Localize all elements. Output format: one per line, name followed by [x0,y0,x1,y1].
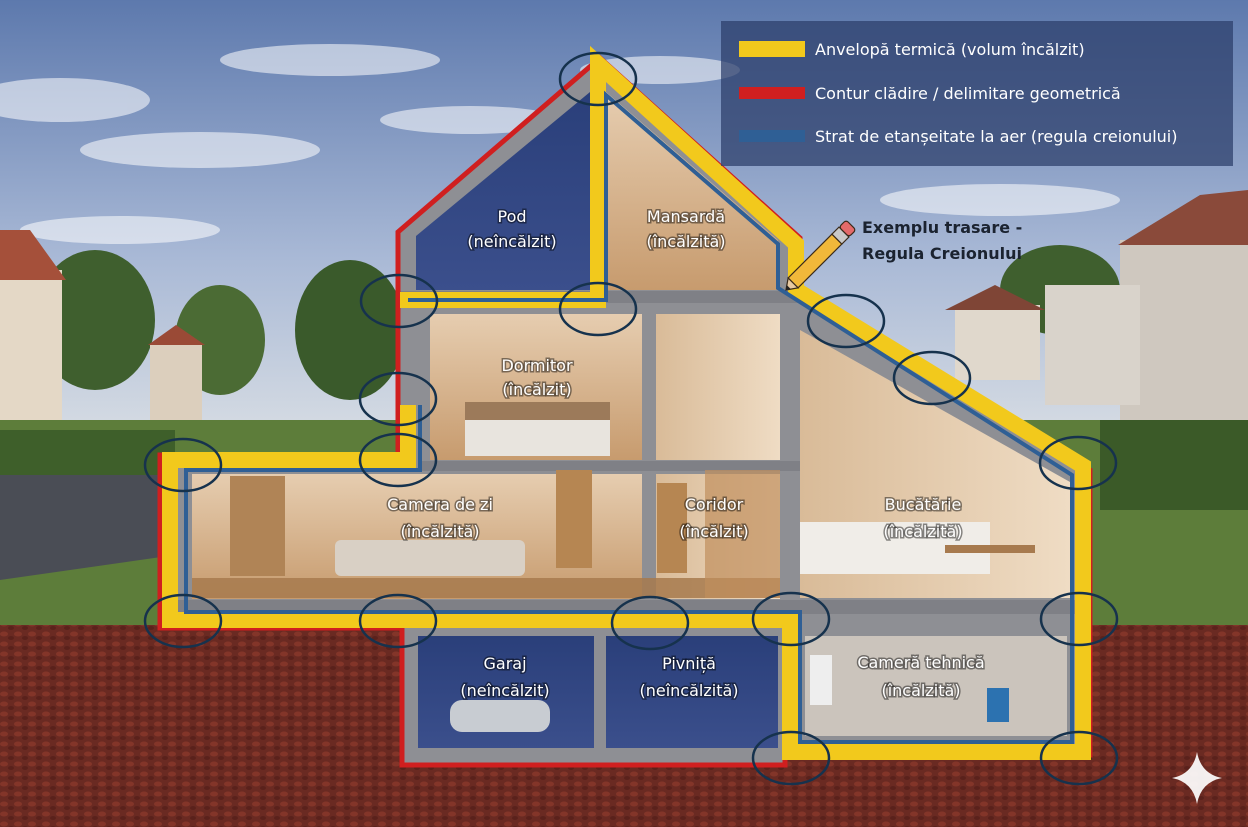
legend-swatch-thermal-envelope [739,41,805,57]
room-status-dormitor: (încălzit) [502,380,571,399]
detail-circle-ridge [558,51,638,107]
legend-label-thermal-envelope: Anvelopă termică (volum încălzit) [815,40,1085,59]
room-label-camera-tehnica: Cameră tehnică [857,653,984,672]
legend-item-building-outline: Contur clădire / delimitare geometrică [739,84,1121,103]
room-label-bucatarie: Bucătărie [885,495,962,514]
sofa [335,540,525,576]
room-label-pivnita: Pivniță [662,654,716,673]
note-line-2: Regula Creionului [862,244,1022,263]
room-status-mansarda: (încălzită) [646,232,725,251]
detail-circle-floor-right [1039,591,1119,647]
pencil-rule-note: Exemplu trasare - Regula Creionului [862,218,1022,263]
detail-circle-roof-lower [892,350,972,406]
detail-circle-attic-floor [558,281,638,337]
mansarda-interior [606,92,778,290]
room-status-camera-tehnica: (încălzită) [881,681,960,700]
detail-circle-terrace-right [358,432,438,488]
detail-circles [143,51,1119,786]
legend-panel [721,21,1233,166]
room-status-pivnita: (neîncălzită) [639,681,738,700]
detail-circle-floor-technical [751,591,831,647]
detail-circle-wall-step [358,371,438,427]
room-status-pod: (neîncălzit) [467,232,556,251]
door-living [556,470,592,568]
neighbor-house-right [945,190,1248,430]
floor-wood [192,578,780,598]
legend-swatch-building-outline [739,87,805,99]
legend-item-thermal-envelope: Anvelopă termică (volum încălzit) [739,40,1085,59]
door-corridor [657,483,687,573]
hedge-right [1100,420,1248,510]
stairs [705,470,780,598]
detail-circle-base-left [751,730,831,786]
pivnita-interior [606,636,778,748]
sparkle-icon [1172,752,1222,804]
room-label-dormitor: Dormitor [501,356,573,375]
bookshelf [230,476,285,576]
detail-circle-base-right [1039,730,1119,786]
room-label-mansarda: Mansardă [647,207,725,226]
legend-label-building-outline: Contur clădire / delimitare geometrică [815,84,1121,103]
room-status-bucatarie: (încălzită) [883,522,962,541]
car [450,700,550,732]
detail-circle-roof-upper [806,293,886,349]
upper-hall-interior [656,314,780,460]
legend-swatch-air-barrier [739,130,805,142]
room-status-garaj: (neîncălzit) [460,681,549,700]
boiler [810,655,832,705]
room-status-camera-de-zi: (încălzită) [400,522,479,541]
pencil-icon [785,220,856,291]
legend-item-air-barrier: Strat de etanșeitate la aer (regula crei… [739,127,1177,146]
note-line-1: Exemplu trasare - [862,218,1022,237]
neighbor-house-left [0,230,205,440]
room-labels: Pod (neîncălzit) Mansardă (încălzită) Do… [386,206,987,702]
legend-label-air-barrier: Strat de etanșeitate la aer (regula crei… [815,127,1177,146]
detail-circle-attic-left [359,273,439,329]
detail-circle-floor-garage [358,593,438,649]
room-label-pod: Pod [497,207,526,226]
water-tank [987,688,1009,722]
bed-headboard [465,402,610,420]
room-status-coridor: (încălzit) [679,522,748,541]
kitchen-table [945,545,1035,553]
room-label-coridor: Coridor [685,495,744,514]
bed [465,418,610,456]
room-label-camera-de-zi: Camera de zi [387,495,493,514]
floor-slab-middle [420,461,800,471]
detail-circle-floor-cellar [610,595,690,651]
detail-circle-floor-left [143,593,223,649]
pod-interior [416,92,590,290]
air-barrier-line [184,90,1074,744]
room-label-garaj: Garaj [483,654,526,673]
thermal-envelope-line [162,45,1091,760]
legend: Anvelopă termică (volum încălzit) Contur… [721,21,1233,166]
clouds [0,44,1120,244]
detail-circle-terrace-left [143,437,223,493]
camera-tehnica-interior [805,636,1067,736]
detail-circle-eave-right [1038,435,1118,491]
